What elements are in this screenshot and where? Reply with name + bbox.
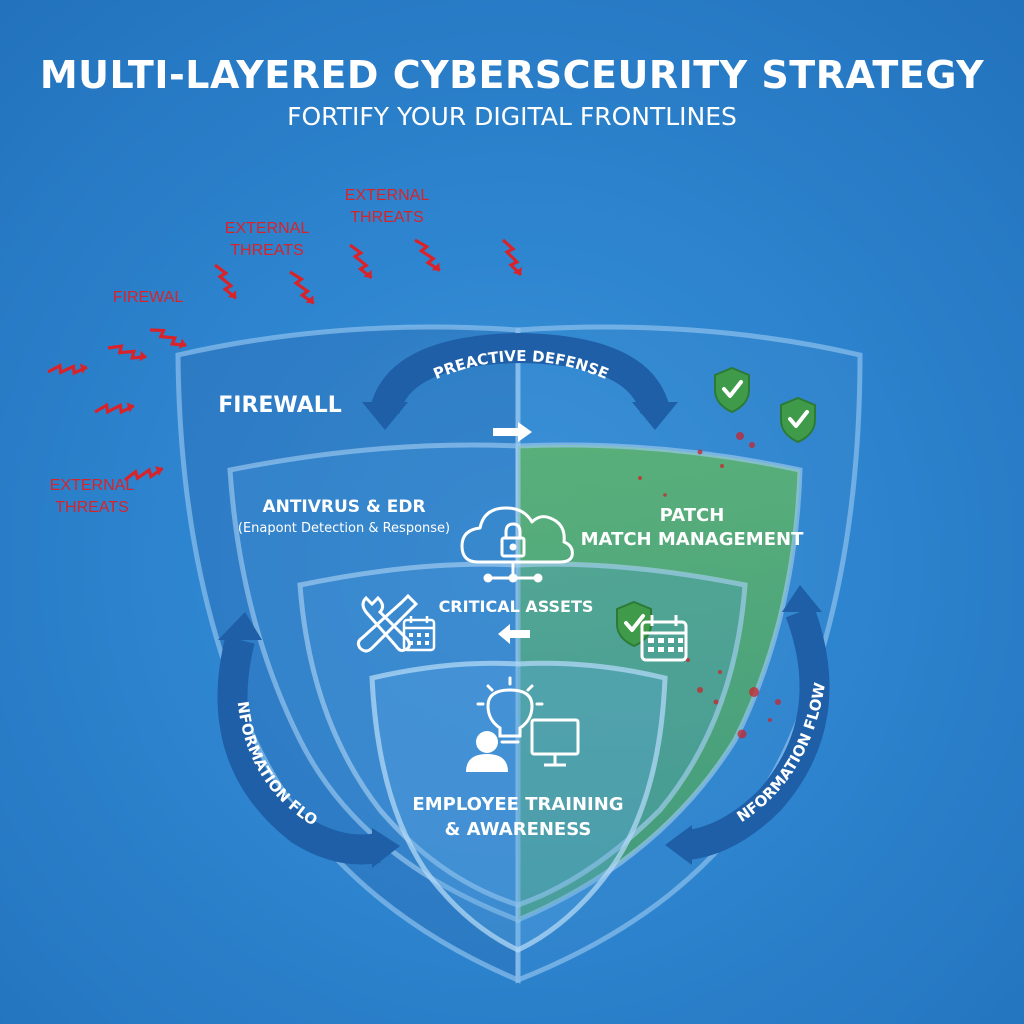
antivirus-sub-label: (Enapont Detection & Response) (238, 521, 450, 536)
lightning-bolt-icon (213, 261, 239, 302)
patch-label-2: MATCH MANAGEMENT (581, 529, 804, 550)
threat-label-external-3b: THREATS (55, 499, 128, 516)
small-flow-arrows (493, 422, 532, 644)
calendar-icon (640, 615, 688, 662)
lightning-bolt-icon (413, 234, 443, 276)
lightning-bolt-icon (93, 392, 136, 425)
outer-shield-left (175, 324, 521, 984)
threat-label-external-1b: THREATS (230, 242, 303, 259)
lightning-bolt-icon (148, 316, 189, 359)
page-title: MULTI-LAYERED CYBERSCEURITY STRATEGY (40, 53, 984, 97)
employee-label-1: EMPLOYEE TRAINING (412, 794, 623, 815)
cloud-lock-icon (460, 506, 574, 583)
threat-label-external-2a: EXTERNAL (345, 187, 430, 204)
threat-label-external-2b: THREATS (350, 209, 423, 226)
firewall-label: FIREWALL (218, 393, 342, 418)
monitor-icon (530, 718, 580, 767)
lightning-bolt-icon (106, 331, 149, 373)
tools-icon (356, 593, 419, 653)
threat-label-external-1a: EXTERNAL (225, 220, 310, 237)
threat-particles (638, 432, 781, 739)
lightbulb-icon (476, 676, 544, 744)
lightning-bolt-icon (348, 241, 375, 282)
threat-label-firewal: FIREWAL (113, 289, 184, 306)
calendar-icon (402, 616, 436, 652)
patch-label-1: PATCH (660, 505, 725, 526)
employee-layer (369, 660, 668, 953)
threat-label-external-3a: EXTERNAL (50, 477, 135, 494)
lightning-bolt-icon (288, 267, 317, 309)
critical-assets-label: CRITICAL ASSETS (439, 597, 594, 616)
antivirus-label: ANTIVRUS & EDR (262, 497, 425, 517)
lightning-bolt-icon (501, 238, 524, 277)
page-subtitle: FORTIFY YOUR DIGITAL FRONTLINES (287, 102, 737, 131)
lightning-bolt-icon (46, 352, 89, 386)
person-icon (466, 731, 508, 772)
employee-label-2: & AWARENESS (445, 819, 592, 840)
